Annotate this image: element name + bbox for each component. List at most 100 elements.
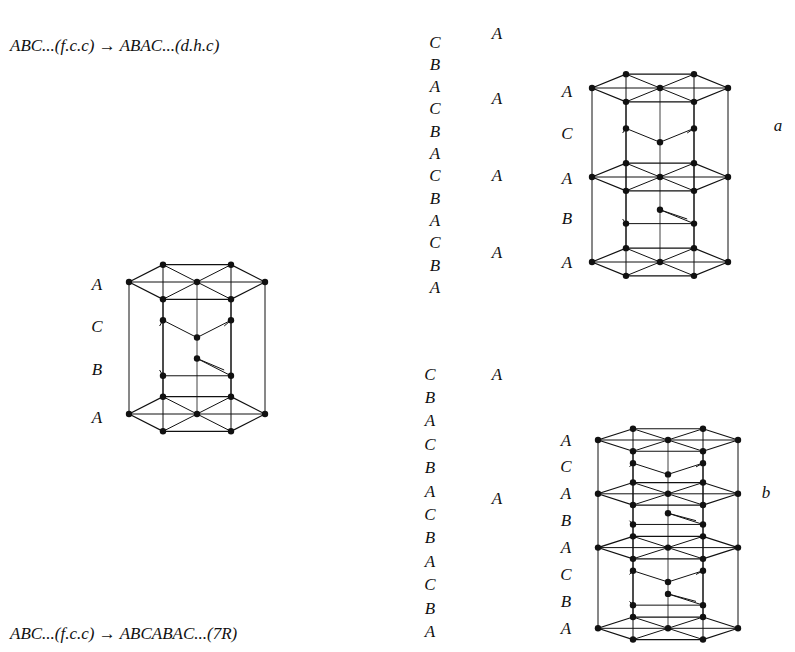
atom bbox=[630, 426, 636, 432]
lattice-line bbox=[633, 536, 703, 559]
atom bbox=[657, 174, 663, 180]
atom bbox=[160, 428, 166, 434]
stacking-letter: C bbox=[424, 576, 435, 593]
atom bbox=[630, 602, 636, 608]
lattice-line bbox=[598, 440, 599, 628]
atom bbox=[665, 471, 671, 477]
layer-letter: B bbox=[561, 593, 571, 610]
lattice-line bbox=[633, 483, 703, 506]
atom bbox=[700, 556, 706, 562]
atom bbox=[665, 491, 671, 497]
atom bbox=[691, 273, 697, 279]
lattice-line bbox=[592, 163, 728, 191]
stacking-letter: A bbox=[425, 553, 435, 570]
atom bbox=[665, 579, 671, 585]
atom bbox=[630, 448, 636, 454]
lattice-line bbox=[163, 265, 231, 300]
atom bbox=[630, 533, 636, 539]
atom bbox=[228, 393, 234, 399]
atom bbox=[700, 636, 706, 642]
atom bbox=[228, 317, 234, 323]
atom bbox=[665, 437, 671, 443]
stacking-letter: A bbox=[425, 483, 435, 500]
atom bbox=[595, 625, 601, 631]
lattice-line bbox=[626, 248, 694, 276]
atom bbox=[160, 296, 166, 302]
lattice-line bbox=[626, 74, 694, 102]
atom bbox=[623, 125, 629, 131]
fcc-cell bbox=[126, 261, 268, 434]
stacking-letter: A bbox=[492, 244, 502, 261]
layer-letter: C bbox=[561, 125, 572, 142]
lattice-line bbox=[626, 163, 694, 191]
lattice-line bbox=[598, 536, 738, 559]
atom bbox=[228, 296, 234, 302]
stacking-letter: C bbox=[429, 234, 440, 251]
lattice-line bbox=[197, 282, 198, 414]
atom bbox=[623, 71, 629, 77]
lattice-line bbox=[129, 397, 265, 432]
atom bbox=[623, 245, 629, 251]
stacking-letter: A bbox=[492, 25, 502, 42]
atom bbox=[589, 85, 595, 91]
atom bbox=[657, 207, 663, 213]
lattice-line bbox=[592, 74, 728, 102]
atom bbox=[228, 428, 234, 434]
transformation-formula: ABC...(f.c.c) → ABCABAC...(7R) bbox=[10, 625, 237, 642]
dhc-cell bbox=[589, 71, 731, 279]
stacking-letter: A bbox=[492, 167, 502, 184]
stacking-letter: C bbox=[429, 167, 440, 184]
atom bbox=[691, 245, 697, 251]
lattice-line bbox=[633, 536, 703, 559]
atom bbox=[160, 393, 166, 399]
atom bbox=[630, 556, 636, 562]
lattice-line bbox=[598, 617, 738, 640]
layer-letter: A bbox=[92, 276, 102, 293]
layer-letter: B bbox=[562, 210, 572, 227]
lattice-line bbox=[129, 265, 265, 300]
lattice-line bbox=[626, 163, 694, 191]
lattice-line bbox=[163, 397, 231, 432]
layer-letter: A bbox=[562, 254, 572, 271]
stacking-letter: B bbox=[430, 123, 440, 140]
layer-letter: C bbox=[91, 318, 102, 335]
atom bbox=[630, 614, 636, 620]
atom bbox=[700, 521, 706, 527]
lattice-line bbox=[163, 265, 231, 300]
atom bbox=[735, 491, 741, 497]
atom bbox=[735, 625, 741, 631]
stacking-letter: B bbox=[425, 459, 435, 476]
atom bbox=[700, 602, 706, 608]
figure-label: b bbox=[762, 484, 771, 501]
stacking-letter: A bbox=[425, 412, 435, 429]
stacking-letter: A bbox=[430, 145, 440, 162]
layer-letter: C bbox=[560, 458, 571, 475]
transformation-formula: ABC...(f.c.c) → ABAC...(d.h.c) bbox=[10, 37, 219, 54]
atom bbox=[623, 99, 629, 105]
atom bbox=[228, 261, 234, 267]
lattice-line bbox=[633, 617, 703, 640]
atom bbox=[657, 259, 663, 265]
atom bbox=[700, 614, 706, 620]
atom bbox=[228, 373, 234, 379]
atom bbox=[262, 411, 268, 417]
stacking-letter: B bbox=[430, 257, 440, 274]
lattice-line bbox=[633, 429, 703, 452]
stacking-letter: B bbox=[425, 389, 435, 406]
atom bbox=[725, 85, 731, 91]
atom bbox=[665, 625, 671, 631]
atom bbox=[700, 426, 706, 432]
stacking-letter: C bbox=[429, 100, 440, 117]
atom bbox=[700, 533, 706, 539]
7r-cell bbox=[595, 426, 741, 643]
stacking-letter: A bbox=[430, 279, 440, 296]
atom bbox=[595, 491, 601, 497]
atom bbox=[630, 460, 636, 466]
lattice-line bbox=[598, 429, 738, 452]
lattice-line bbox=[129, 282, 130, 414]
lattice-line bbox=[592, 248, 728, 276]
stacking-letter: C bbox=[424, 366, 435, 383]
lattice-line bbox=[598, 483, 738, 506]
atom bbox=[665, 591, 671, 597]
